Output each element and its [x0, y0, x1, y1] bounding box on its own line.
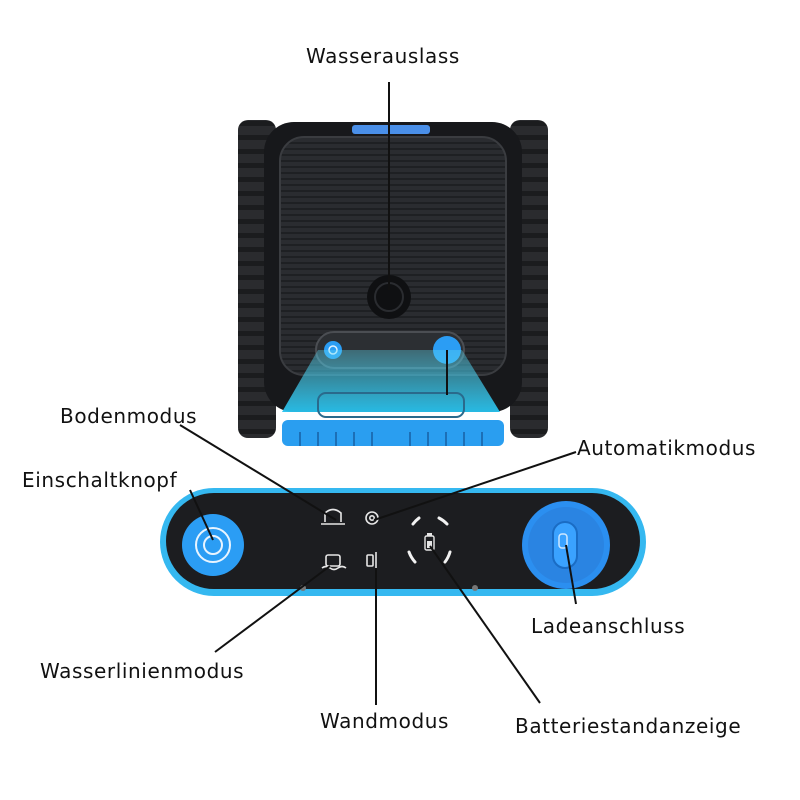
- screw-right: [472, 585, 478, 591]
- label-water-outlet: Wasserauslass: [306, 44, 460, 68]
- top-light-strip: [352, 125, 430, 134]
- wall-mode-icon[interactable]: [366, 552, 377, 568]
- label-power-button: Einschaltknopf: [22, 468, 178, 492]
- brush-roller: [282, 420, 504, 446]
- front-intake: [317, 392, 465, 418]
- water-outlet-vent: [367, 275, 411, 319]
- control-panel: [160, 488, 646, 596]
- label-charging-port: Ladeanschluss: [531, 614, 686, 638]
- waterline-mode-icon[interactable]: [321, 554, 347, 571]
- label-waterline-mode: Wasserlinienmodus: [40, 659, 245, 683]
- battery-indicator: [407, 516, 452, 564]
- power-button[interactable]: [182, 514, 244, 576]
- label-wall-mode: Wandmodus: [320, 709, 450, 733]
- pool-robot: [238, 120, 548, 446]
- label-floor-mode: Bodenmodus: [60, 404, 198, 428]
- water-stream: [282, 350, 500, 412]
- leader-lines: [179, 82, 577, 705]
- label-battery-indicator: Batteriestandanzeige: [515, 714, 742, 738]
- label-auto-mode: Automatikmodus: [577, 436, 757, 460]
- battery-icon: [424, 533, 435, 551]
